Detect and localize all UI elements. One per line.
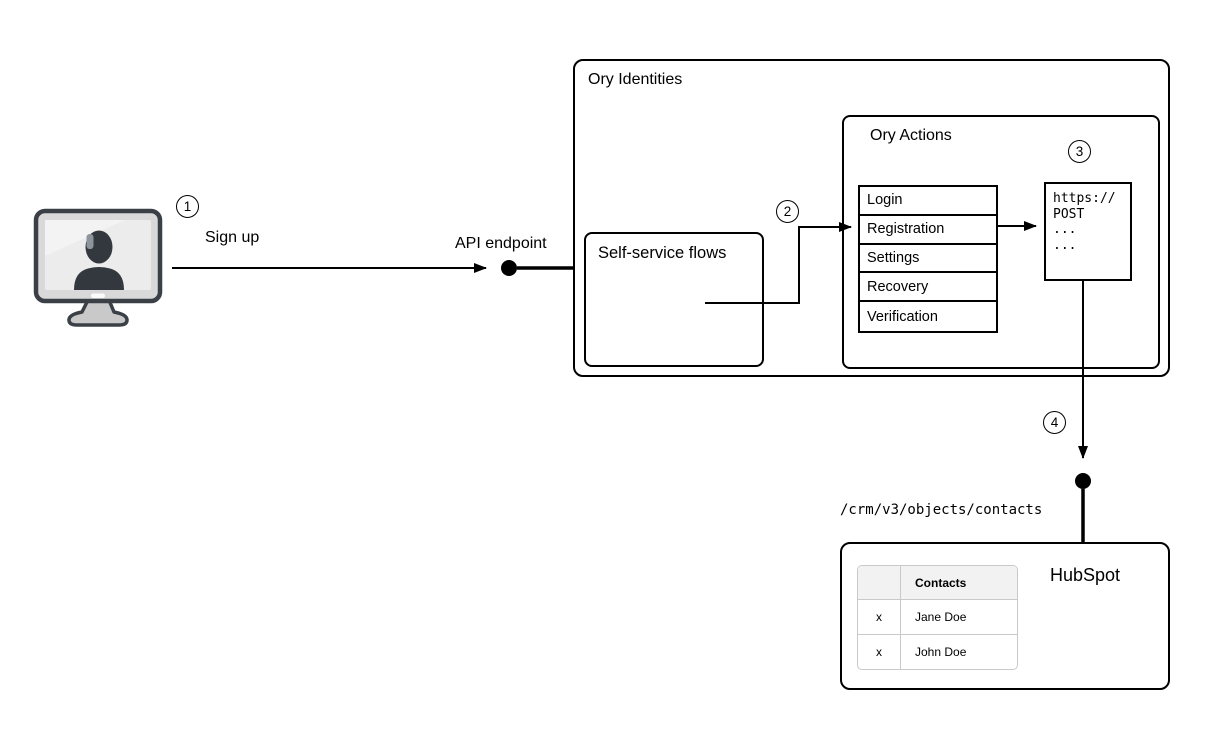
step-1-badge: 1 [176,195,199,218]
flow-row-settings: Settings [860,245,996,274]
hubspot-endpoint-path: /crm/v3/objects/contacts [840,502,1043,518]
flow-row-login: Login [860,187,996,216]
webhook-code-box: https:// POST ... ... [1044,182,1132,281]
ory-identities-title: Ory Identities [588,71,683,88]
step-2-number: 2 [783,204,792,219]
contacts-row: x John Doe [858,634,1017,669]
person-head-highlight [86,234,94,249]
hubspot-endpoint-dot [1075,473,1091,489]
monitor-stand [67,298,129,327]
step-3-badge: 3 [1068,140,1091,163]
self-service-flows-box: Self-service flows [584,232,764,367]
ory-identities-box: Ory Identities Self-service flows Ory Ac… [573,59,1170,377]
step-4-badge: 4 [1043,411,1066,434]
webhook-code-line: https:// [1053,191,1116,206]
ory-actions-box: Ory Actions Login Registration Settings … [842,115,1160,369]
flow-row-registration: Registration [860,216,996,245]
hubspot-box: HubSpot Contacts x Jane Doe x John Doe [840,542,1170,690]
step-2-badge: 2 [776,200,799,223]
contacts-table-header-row: Contacts [858,566,1017,601]
api-endpoint-dot [501,260,517,276]
webhook-code-line: ... [1053,222,1077,237]
flow-row-verification: Verification [867,308,938,325]
api-endpoint-label: API endpoint [455,235,547,252]
user-computer-icon [33,208,163,330]
sign-up-label: Sign up [205,229,260,246]
contacts-header-cell: Contacts [915,575,967,590]
contact-name: John Doe [915,644,967,659]
step-3-number: 3 [1075,144,1084,159]
step-1-number: 1 [183,199,192,214]
step-4-number: 4 [1050,415,1059,430]
hubspot-title: HubSpot [1050,565,1121,585]
contacts-row: x Jane Doe [858,600,1017,635]
webhook-code-line: POST [1053,206,1085,222]
screen-highlight [45,220,125,256]
contacts-table: Contacts x Jane Doe x John Doe [857,565,1018,670]
contacts-header-mark-cell [858,566,901,600]
person-shoulders [74,267,124,290]
flow-row-recovery: Recovery [860,273,996,303]
ory-actions-title: Ory Actions [870,127,952,144]
webhook-code-line: ... [1053,237,1077,253]
self-service-flows-title: Self-service flows [598,244,727,262]
flow-list: Login Registration Settings Recovery Ver… [858,185,998,333]
contact-mark: x [858,634,901,669]
flows-to-registration-arrow [705,222,852,304]
contact-mark: x [858,600,901,634]
monitor-button [91,293,105,298]
contact-name: Jane Doe [915,609,967,624]
